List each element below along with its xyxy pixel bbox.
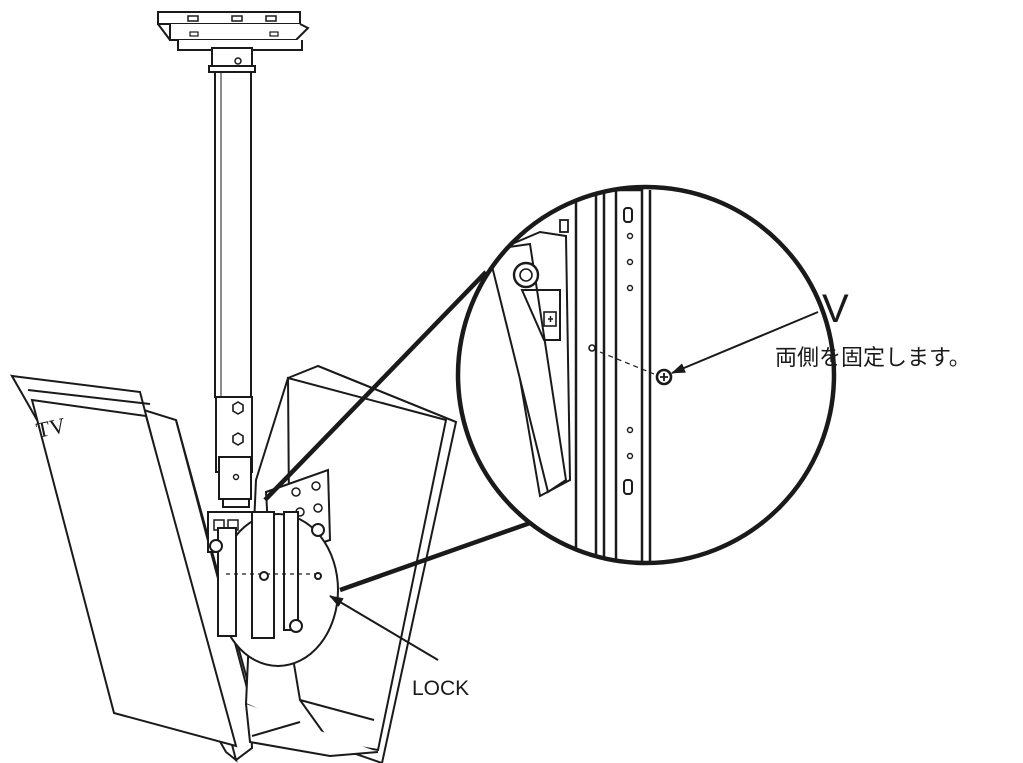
v-leader-line bbox=[671, 311, 819, 374]
ceiling-plate bbox=[157, 11, 310, 51]
svg-text:TV: TV bbox=[34, 412, 68, 443]
fix-both-sides-label: 両側を固定します。 bbox=[775, 346, 971, 371]
bracket-assembly bbox=[207, 468, 339, 667]
lock-label: LOCK bbox=[412, 677, 470, 700]
detail-circle bbox=[455, 184, 837, 566]
pole bbox=[208, 47, 256, 508]
screw-v-label: V bbox=[822, 287, 849, 331]
left-screen: TV bbox=[10, 374, 257, 763]
leader-lines bbox=[329, 311, 819, 661]
lock-leader-line bbox=[329, 595, 439, 661]
